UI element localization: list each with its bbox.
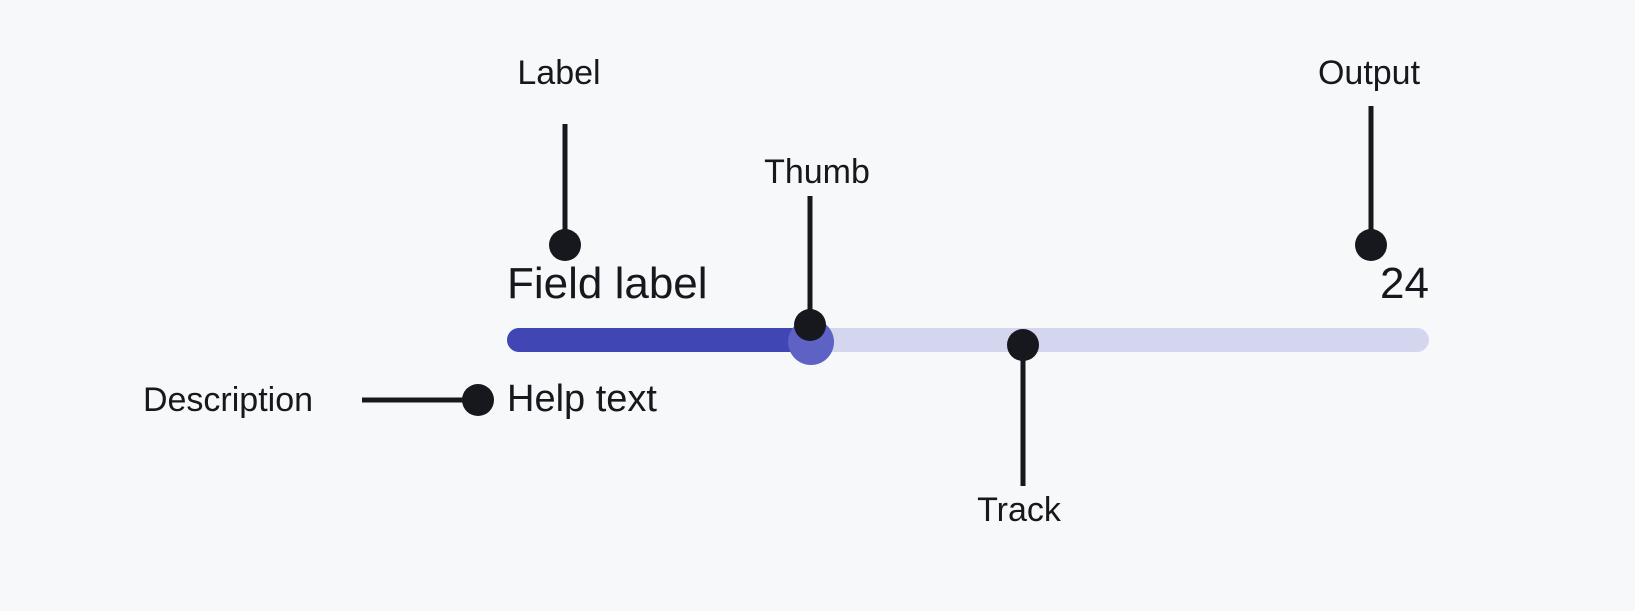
annotation-label-label: Label <box>517 54 601 92</box>
leader-dot-label <box>549 229 581 261</box>
leader-dot-output <box>1355 229 1387 261</box>
slider-track[interactable] <box>507 328 1429 352</box>
leader-dot-description <box>462 384 494 416</box>
annotation-label-description: Description <box>142 381 314 419</box>
annotation-label-thumb: Thumb <box>764 153 870 191</box>
slider-output-value: 24 <box>1380 259 1429 308</box>
slider-field-label: Field label <box>507 259 708 308</box>
annotation-label-track: Track <box>977 491 1061 529</box>
slider-thumb[interactable] <box>788 319 835 365</box>
slider-help-text: Help text <box>507 378 657 420</box>
annotation-label-output: Output <box>1317 54 1421 92</box>
slider-track-fill <box>507 328 812 352</box>
